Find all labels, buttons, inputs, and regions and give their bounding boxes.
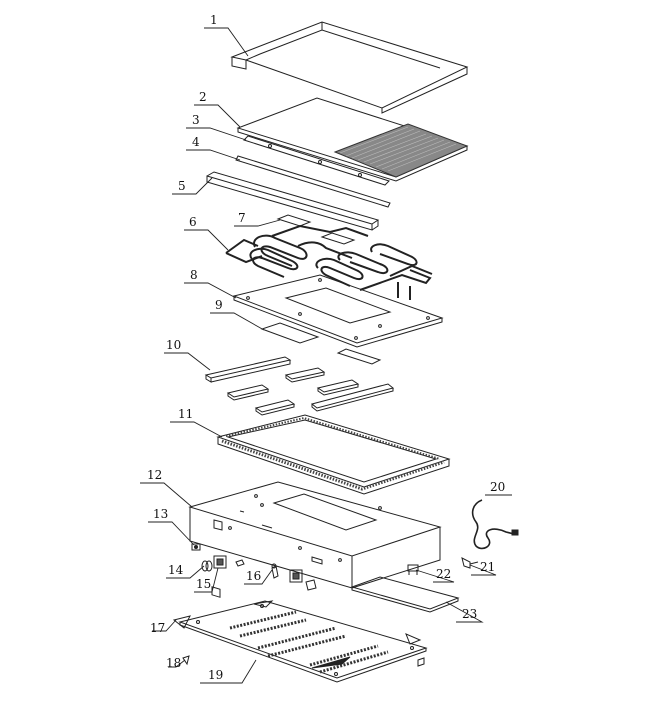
- part-label-16: 16: [246, 569, 262, 583]
- part-label-23: 23: [462, 607, 478, 621]
- part-label-2: 2: [199, 90, 207, 104]
- part-label-3: 3: [192, 113, 200, 127]
- part-1-splash-guard: [230, 21, 469, 114]
- part-21-plug: [461, 557, 479, 569]
- part-label-12: 12: [147, 468, 163, 482]
- part-label-6: 6: [189, 215, 197, 229]
- part-6-heating-element: [225, 224, 433, 300]
- part-label-1: 1: [210, 13, 218, 27]
- part-label-9: 9: [215, 298, 223, 312]
- part-20-power-cord: [471, 499, 519, 550]
- part-10-support-bars: [204, 348, 395, 416]
- part-17-foot-bracket: [172, 600, 422, 645]
- part-label-15: 15: [196, 577, 212, 591]
- part-label-7: 7: [238, 211, 246, 225]
- part-small-screw: [235, 559, 245, 567]
- part-label-19: 19: [208, 668, 224, 682]
- part-12-base-housing: [188, 481, 442, 598]
- part-2-griddle-plate: [236, 97, 469, 182]
- part-11-frame: [216, 414, 451, 495]
- part-5-angle-bracket: [206, 171, 380, 231]
- part-16-thermostat: [271, 563, 317, 591]
- part-9-small-plate: [260, 322, 320, 344]
- part-label-21: 21: [480, 560, 496, 574]
- part-label-14: 14: [168, 563, 184, 577]
- part-4-rod: [235, 155, 391, 208]
- part-label-4: 4: [192, 135, 200, 149]
- part-label-10: 10: [166, 338, 182, 352]
- part-13-knob: [191, 543, 201, 551]
- part-label-17: 17: [150, 621, 166, 635]
- part-7-small-brackets: [276, 214, 356, 245]
- part-14-indicator: [201, 560, 213, 572]
- part-22-clip: [407, 564, 419, 575]
- part-3-strip: [243, 135, 390, 186]
- part-label-8: 8: [190, 268, 198, 282]
- part-19-bottom-tray: [178, 600, 428, 683]
- part-label-5: 5: [178, 179, 186, 193]
- part-label-20: 20: [490, 480, 506, 494]
- part-label-11: 11: [178, 407, 194, 421]
- part-label-13: 13: [153, 507, 169, 521]
- leader-lines: [140, 27, 512, 684]
- part-18-foot: [182, 655, 425, 667]
- part-23-cover-plate: [350, 576, 460, 613]
- part-label-22: 22: [436, 567, 452, 581]
- part-15-switch: [213, 555, 227, 569]
- part-label-18: 18: [166, 656, 182, 670]
- part-8-reflector-plate: [232, 274, 444, 348]
